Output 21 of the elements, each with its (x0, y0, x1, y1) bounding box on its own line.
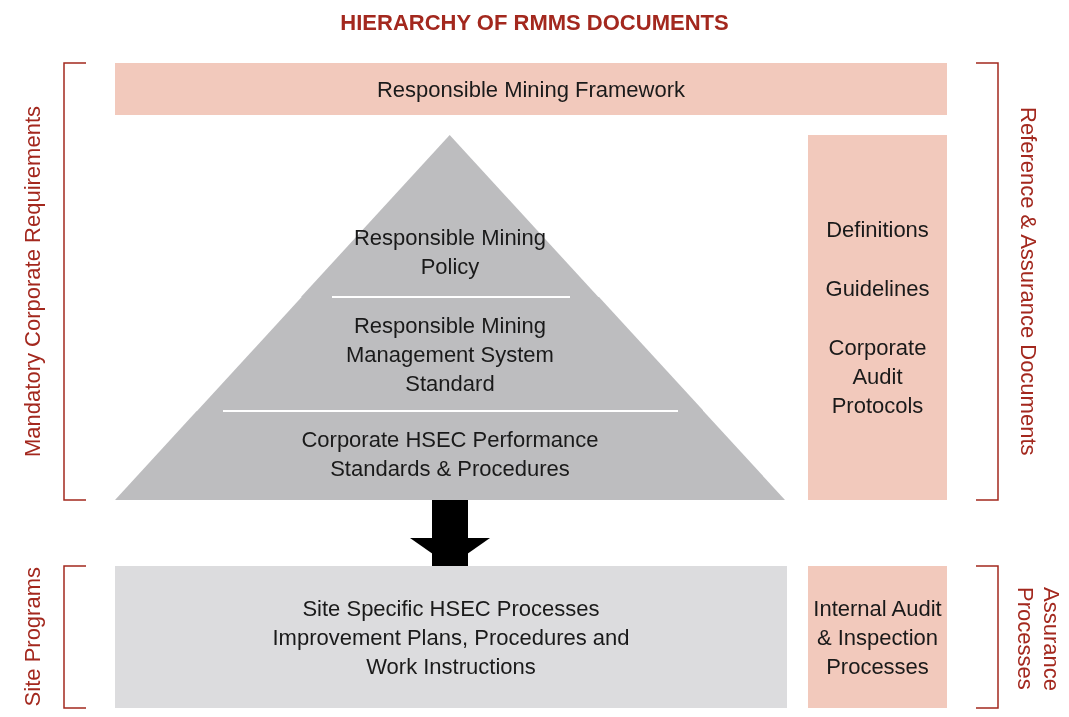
box-label: Corporate Audit Protocols (827, 334, 928, 420)
tier-label: Responsible Mining Management System Standard (345, 312, 555, 398)
pyramid-top-tier (301, 135, 599, 297)
box-label: Responsible Mining Framework (376, 75, 686, 104)
framework-box (115, 63, 947, 115)
side-label: Mandatory Corporate Requirements (20, 105, 46, 457)
tier-label: Responsible Mining Policy (353, 224, 547, 281)
tier-label: Corporate HSEC Performance Standards & Procedures (300, 426, 600, 483)
site-programs-box (115, 566, 787, 708)
reference-documents-box (808, 135, 947, 500)
pyramid-base-tier (115, 411, 785, 500)
box-label: Site Specific HSEC Processes Improvement Plans, Procedures and Work Instructions (271, 594, 631, 681)
assurance-processes-box (808, 566, 947, 708)
side-label: Reference & Assurance Documents (1015, 106, 1041, 456)
box-label: Guidelines (825, 275, 930, 303)
box-label: Definitions (826, 216, 929, 244)
side-label: Site Programs (20, 567, 46, 707)
diagram-title: HIERARCHY OF RMMS DOCUMENTS (339, 10, 730, 36)
block-arrow (410, 500, 490, 566)
pyramid-middle-tier (196, 297, 704, 411)
box-label: Internal Audit & Inspection Processes (812, 594, 943, 681)
